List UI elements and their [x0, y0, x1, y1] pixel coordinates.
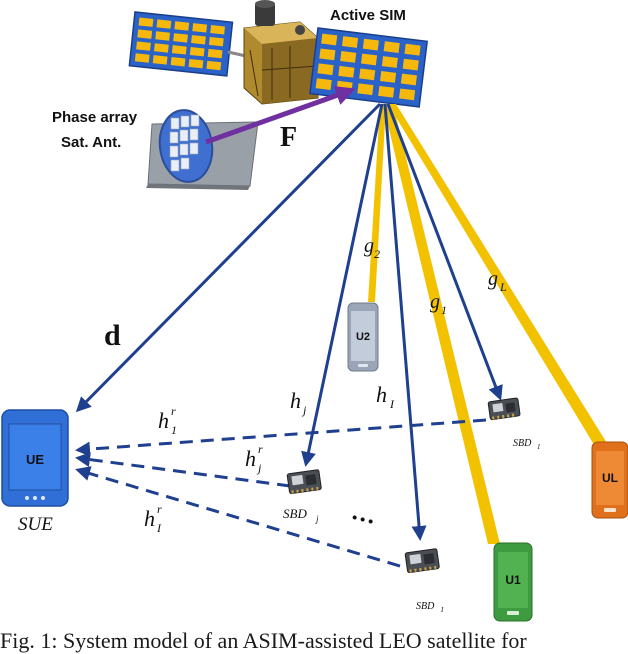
satellite-body — [243, 0, 319, 105]
sbd-j-sub: j — [315, 514, 319, 524]
link-h1r — [75, 418, 487, 457]
link-hI — [383, 103, 427, 541]
hIr-sup: r — [157, 502, 162, 516]
u2-phone: U2 — [347, 302, 379, 372]
hIr-base: h — [144, 506, 155, 531]
ue-label: UE — [26, 452, 44, 467]
hjr-label: h j r — [245, 442, 263, 475]
d-label: d — [104, 319, 121, 352]
u2-label: U2 — [356, 331, 370, 343]
link-hjr — [75, 452, 291, 488]
sue-label: SUE — [18, 514, 53, 535]
hI-sub: I — [389, 397, 395, 411]
g1-label: g 1 — [430, 291, 447, 317]
sbd-1-device — [487, 397, 521, 421]
hI-label: h I — [376, 382, 395, 411]
active-sim-label: Active SIM — [330, 7, 406, 24]
sbd-1-label: SBD 1 — [513, 438, 541, 451]
link-h1 — [386, 103, 503, 401]
beam-g2 — [368, 104, 386, 302]
hj-sub: j — [301, 403, 307, 417]
hj-base: h — [290, 388, 301, 413]
ue-tablet: UE — [1, 409, 69, 507]
sbd-1-sub: 1 — [537, 443, 541, 451]
link-hIr — [75, 466, 401, 568]
hIr-label: h I r — [144, 502, 162, 535]
phase-array-antenna — [146, 109, 259, 190]
g2-label: g 2 — [364, 235, 380, 261]
left-solar-panel — [128, 11, 234, 77]
hI-base: h — [376, 382, 387, 407]
g2-sub: 2 — [374, 247, 380, 261]
sbd-I-label: SBD I — [416, 601, 444, 614]
hjr-base: h — [245, 446, 256, 471]
F-label: F — [280, 122, 297, 153]
g2-base: g — [364, 235, 374, 257]
satellite — [128, 0, 327, 105]
sbd-I-device — [404, 548, 440, 574]
h1r-sub: 1 — [171, 423, 177, 437]
h1r-sup: r — [171, 404, 176, 418]
link-hj — [301, 103, 384, 467]
beam-g1 — [383, 104, 500, 544]
ul-label: UL — [602, 471, 618, 485]
g1-base: g — [430, 291, 440, 313]
F-arrow — [205, 85, 356, 145]
hj-label: h j — [290, 388, 307, 417]
u1-label: U1 — [505, 573, 521, 587]
sbd-I-base: SBD — [416, 601, 435, 612]
reflected-links — [75, 418, 487, 568]
h1r-label: h 1 r — [158, 404, 177, 437]
gL-base: g — [488, 268, 498, 290]
gold-beams — [368, 104, 610, 544]
sbd-I-sub: I — [440, 606, 444, 614]
sbd-1-base: SBD — [513, 438, 532, 449]
figure-caption: Fig. 1: System model of an ASIM-assisted… — [0, 628, 527, 653]
phase-array-label-line1: Phase array — [52, 109, 138, 126]
beam-gL — [388, 104, 610, 448]
g1-sub: 1 — [441, 303, 447, 317]
sbd-j-device — [286, 469, 322, 495]
hjr-sup: r — [258, 442, 263, 456]
u1-phone: U1 — [493, 542, 533, 622]
ellipsis: ••• — [348, 510, 376, 532]
phase-array-label-line2: Sat. Ant. — [61, 134, 121, 151]
hjr-sub: j — [256, 461, 262, 475]
hIr-sub: I — [156, 521, 162, 535]
gL-sub: L — [499, 280, 507, 294]
gL-label: g L — [488, 268, 507, 294]
sbd-j-label: SBD j — [283, 506, 319, 524]
h1r-base: h — [158, 408, 169, 433]
sbd-j-base: SBD — [283, 506, 307, 521]
active-sim-panel — [309, 27, 429, 108]
blue-links — [75, 102, 503, 541]
ul-phone: UL — [591, 441, 628, 519]
link-d — [75, 102, 382, 413]
